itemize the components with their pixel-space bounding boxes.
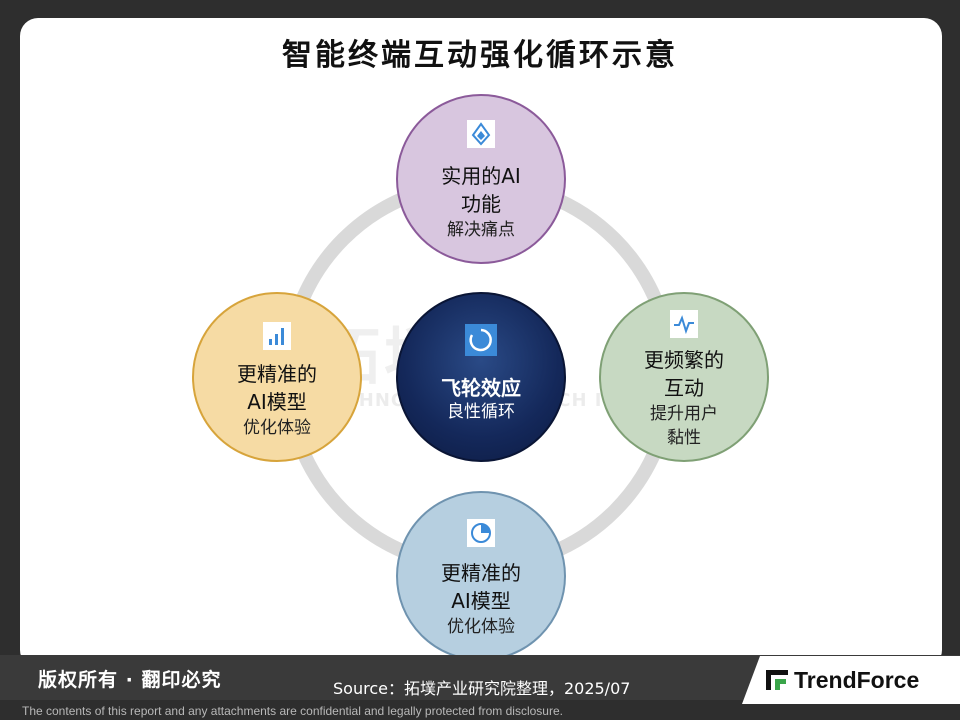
node-practical-ai-features: 实用的AI 功能 解决痛点 <box>396 94 566 264</box>
node-bottom-main: 更精准的 AI模型 <box>441 561 521 613</box>
diagram-title: 智能终端互动强化循环示意 <box>282 38 678 73</box>
trendforce-logo-text: TrendForce <box>794 667 920 693</box>
node-flywheel-effect: 飞轮效应 良性循环 <box>396 292 566 462</box>
bar-chart-icon <box>263 322 291 350</box>
node-right-main: 更频繁的 互动 <box>644 348 724 400</box>
node-more-accurate-model-left: 更精准的 AI模型 优化体验 <box>192 292 362 462</box>
node-more-frequent-interaction: 更频繁的 互动 提升用户 黏性 <box>599 292 769 462</box>
node-more-accurate-model-bottom: 更精准的 AI模型 优化体验 <box>396 491 566 661</box>
trendforce-logo-icon <box>766 670 788 690</box>
node-bottom-sub: 优化体验 <box>447 617 515 637</box>
copyright-notice: 版权所有 · 翻印必究 <box>38 669 222 691</box>
node-center-sub: 良性循环 <box>447 402 515 422</box>
node-center-main: 飞轮效应 <box>441 376 521 400</box>
node-left-sub: 优化体验 <box>243 418 311 438</box>
node-top-sub: 解决痛点 <box>447 220 515 240</box>
diamond-drop-icon <box>467 120 495 148</box>
node-top-main: 实用的AI 功能 <box>441 164 521 216</box>
activity-pulse-icon <box>670 310 698 338</box>
disclaimer-text: The contents of this report and any atta… <box>22 704 563 718</box>
node-left-main: 更精准的 AI模型 <box>237 362 317 414</box>
node-right-sub: 提升用户 黏性 <box>650 404 718 448</box>
source-text: Source：拓墣产业研究院整理，2025/07 <box>333 679 631 698</box>
loop-icon <box>465 324 497 356</box>
pie-chart-icon <box>467 519 495 547</box>
